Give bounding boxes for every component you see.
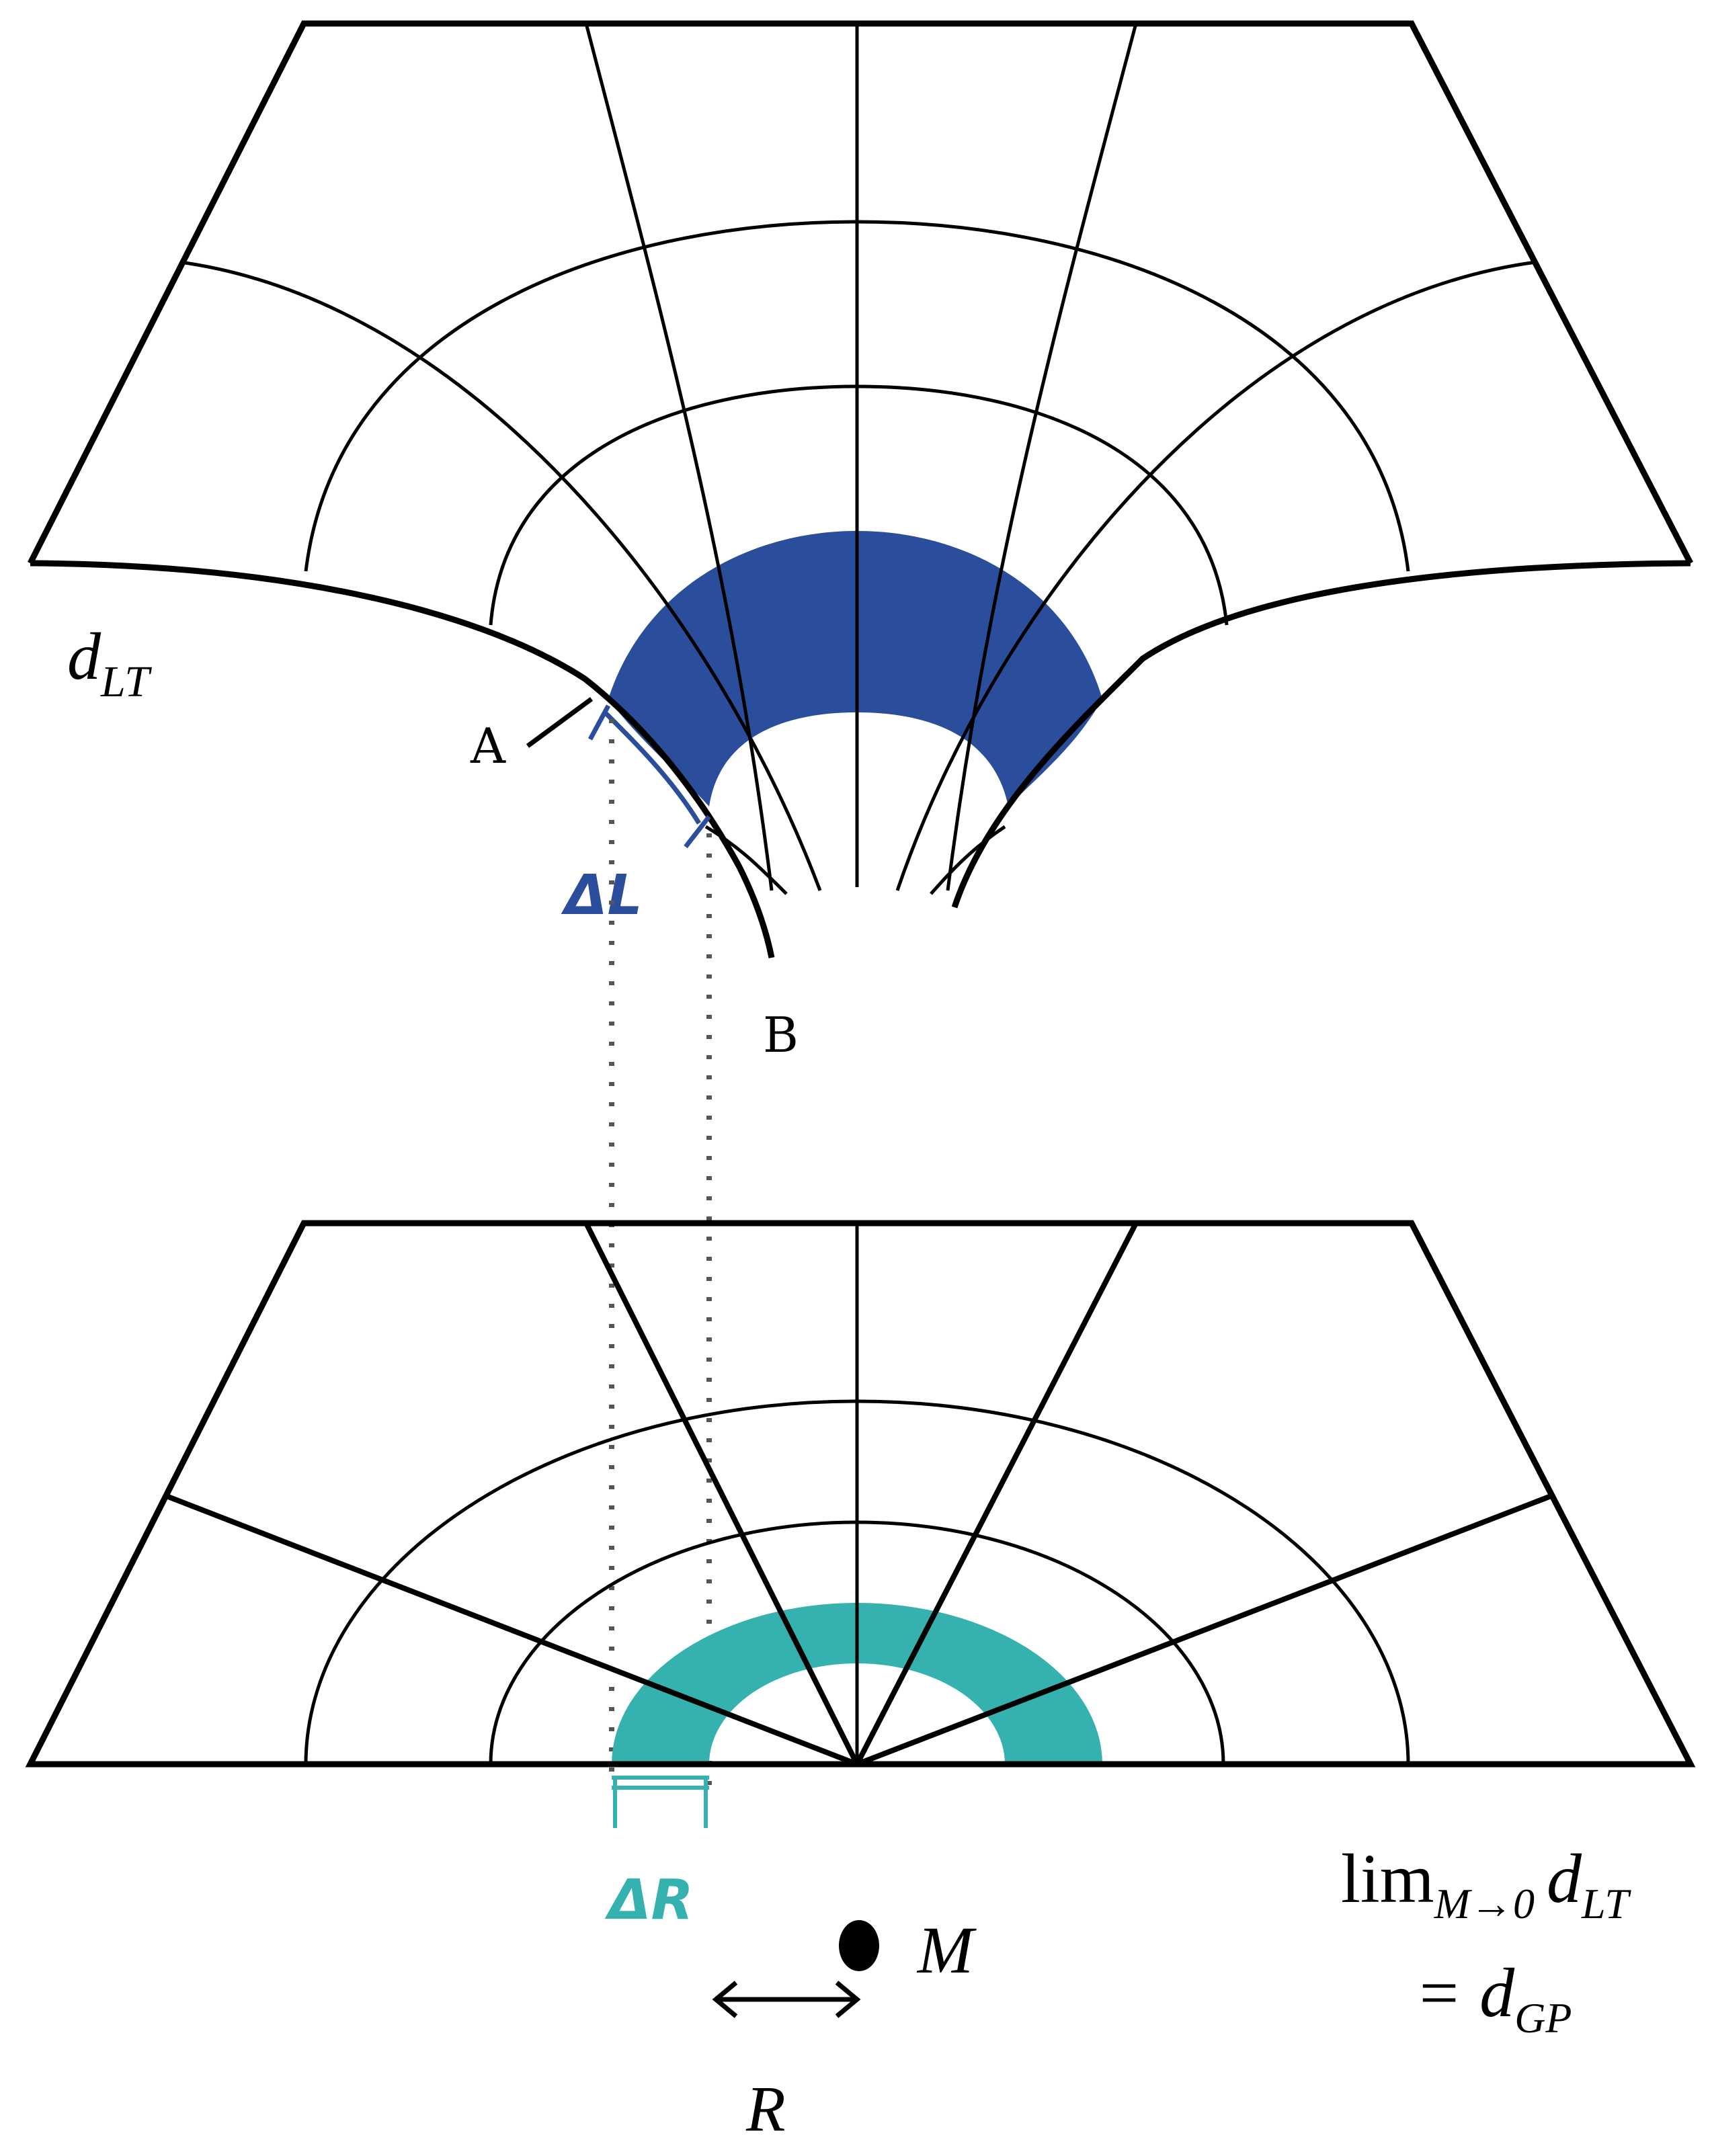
mass-radius-annotation: M R: [712, 1913, 977, 2145]
projection-lines: [609, 719, 712, 1788]
flat-arc-outer: [304, 1399, 1410, 1765]
delta-l-bracket: [603, 710, 701, 825]
curved-frame-top: [27, 20, 1693, 565]
label-delta-l: ΔL: [561, 864, 643, 927]
curved-annotations: A B ΔL dLT: [67, 619, 799, 1063]
label-point-b: B: [763, 1007, 799, 1063]
delta-r-annotation: ΔR: [604, 1776, 709, 1932]
curved-meridian: [179, 260, 822, 891]
flat-radial: [854, 1222, 1139, 1766]
curved-meridian: [930, 825, 1006, 895]
curved-rim-right: [951, 560, 1691, 909]
curved-arc-middle: [489, 384, 1229, 626]
curved-arc-outer: [304, 220, 1410, 572]
flat-frame: [25, 1220, 1696, 1768]
delta-l-tick-a: [587, 704, 611, 741]
flat-radial: [856, 1493, 1554, 1767]
limit-line-2: = dGP: [1415, 1954, 1572, 2042]
label-radius: R: [745, 2073, 786, 2145]
radius-arrow-head-left: [712, 1981, 738, 2018]
flat-arc-middle: [489, 1520, 1225, 1765]
pointer-a-line: [526, 697, 594, 748]
radius-arrow-head-right: [835, 1981, 861, 2018]
mass-dot: [839, 1920, 879, 1971]
flat-surface-grid: [25, 1220, 1696, 1768]
label-delta-r: ΔR: [604, 1868, 694, 1932]
flat-radial: [163, 1493, 858, 1767]
label-mass: M: [916, 1913, 977, 1987]
flat-ring-highlight: [612, 1603, 1102, 1764]
label-point-a: A: [470, 718, 506, 774]
curved-surface-grid: [27, 20, 1693, 958]
curved-meridian: [704, 825, 788, 895]
curved-meridian: [584, 23, 774, 891]
curved-rim-left: [30, 560, 775, 958]
flat-radial: [583, 1222, 860, 1766]
curved-meridian: [946, 23, 1138, 891]
label-d-lt: dLT: [67, 619, 152, 706]
delta-l-tick-b: [684, 815, 711, 849]
curved-meridian: [895, 260, 1537, 891]
